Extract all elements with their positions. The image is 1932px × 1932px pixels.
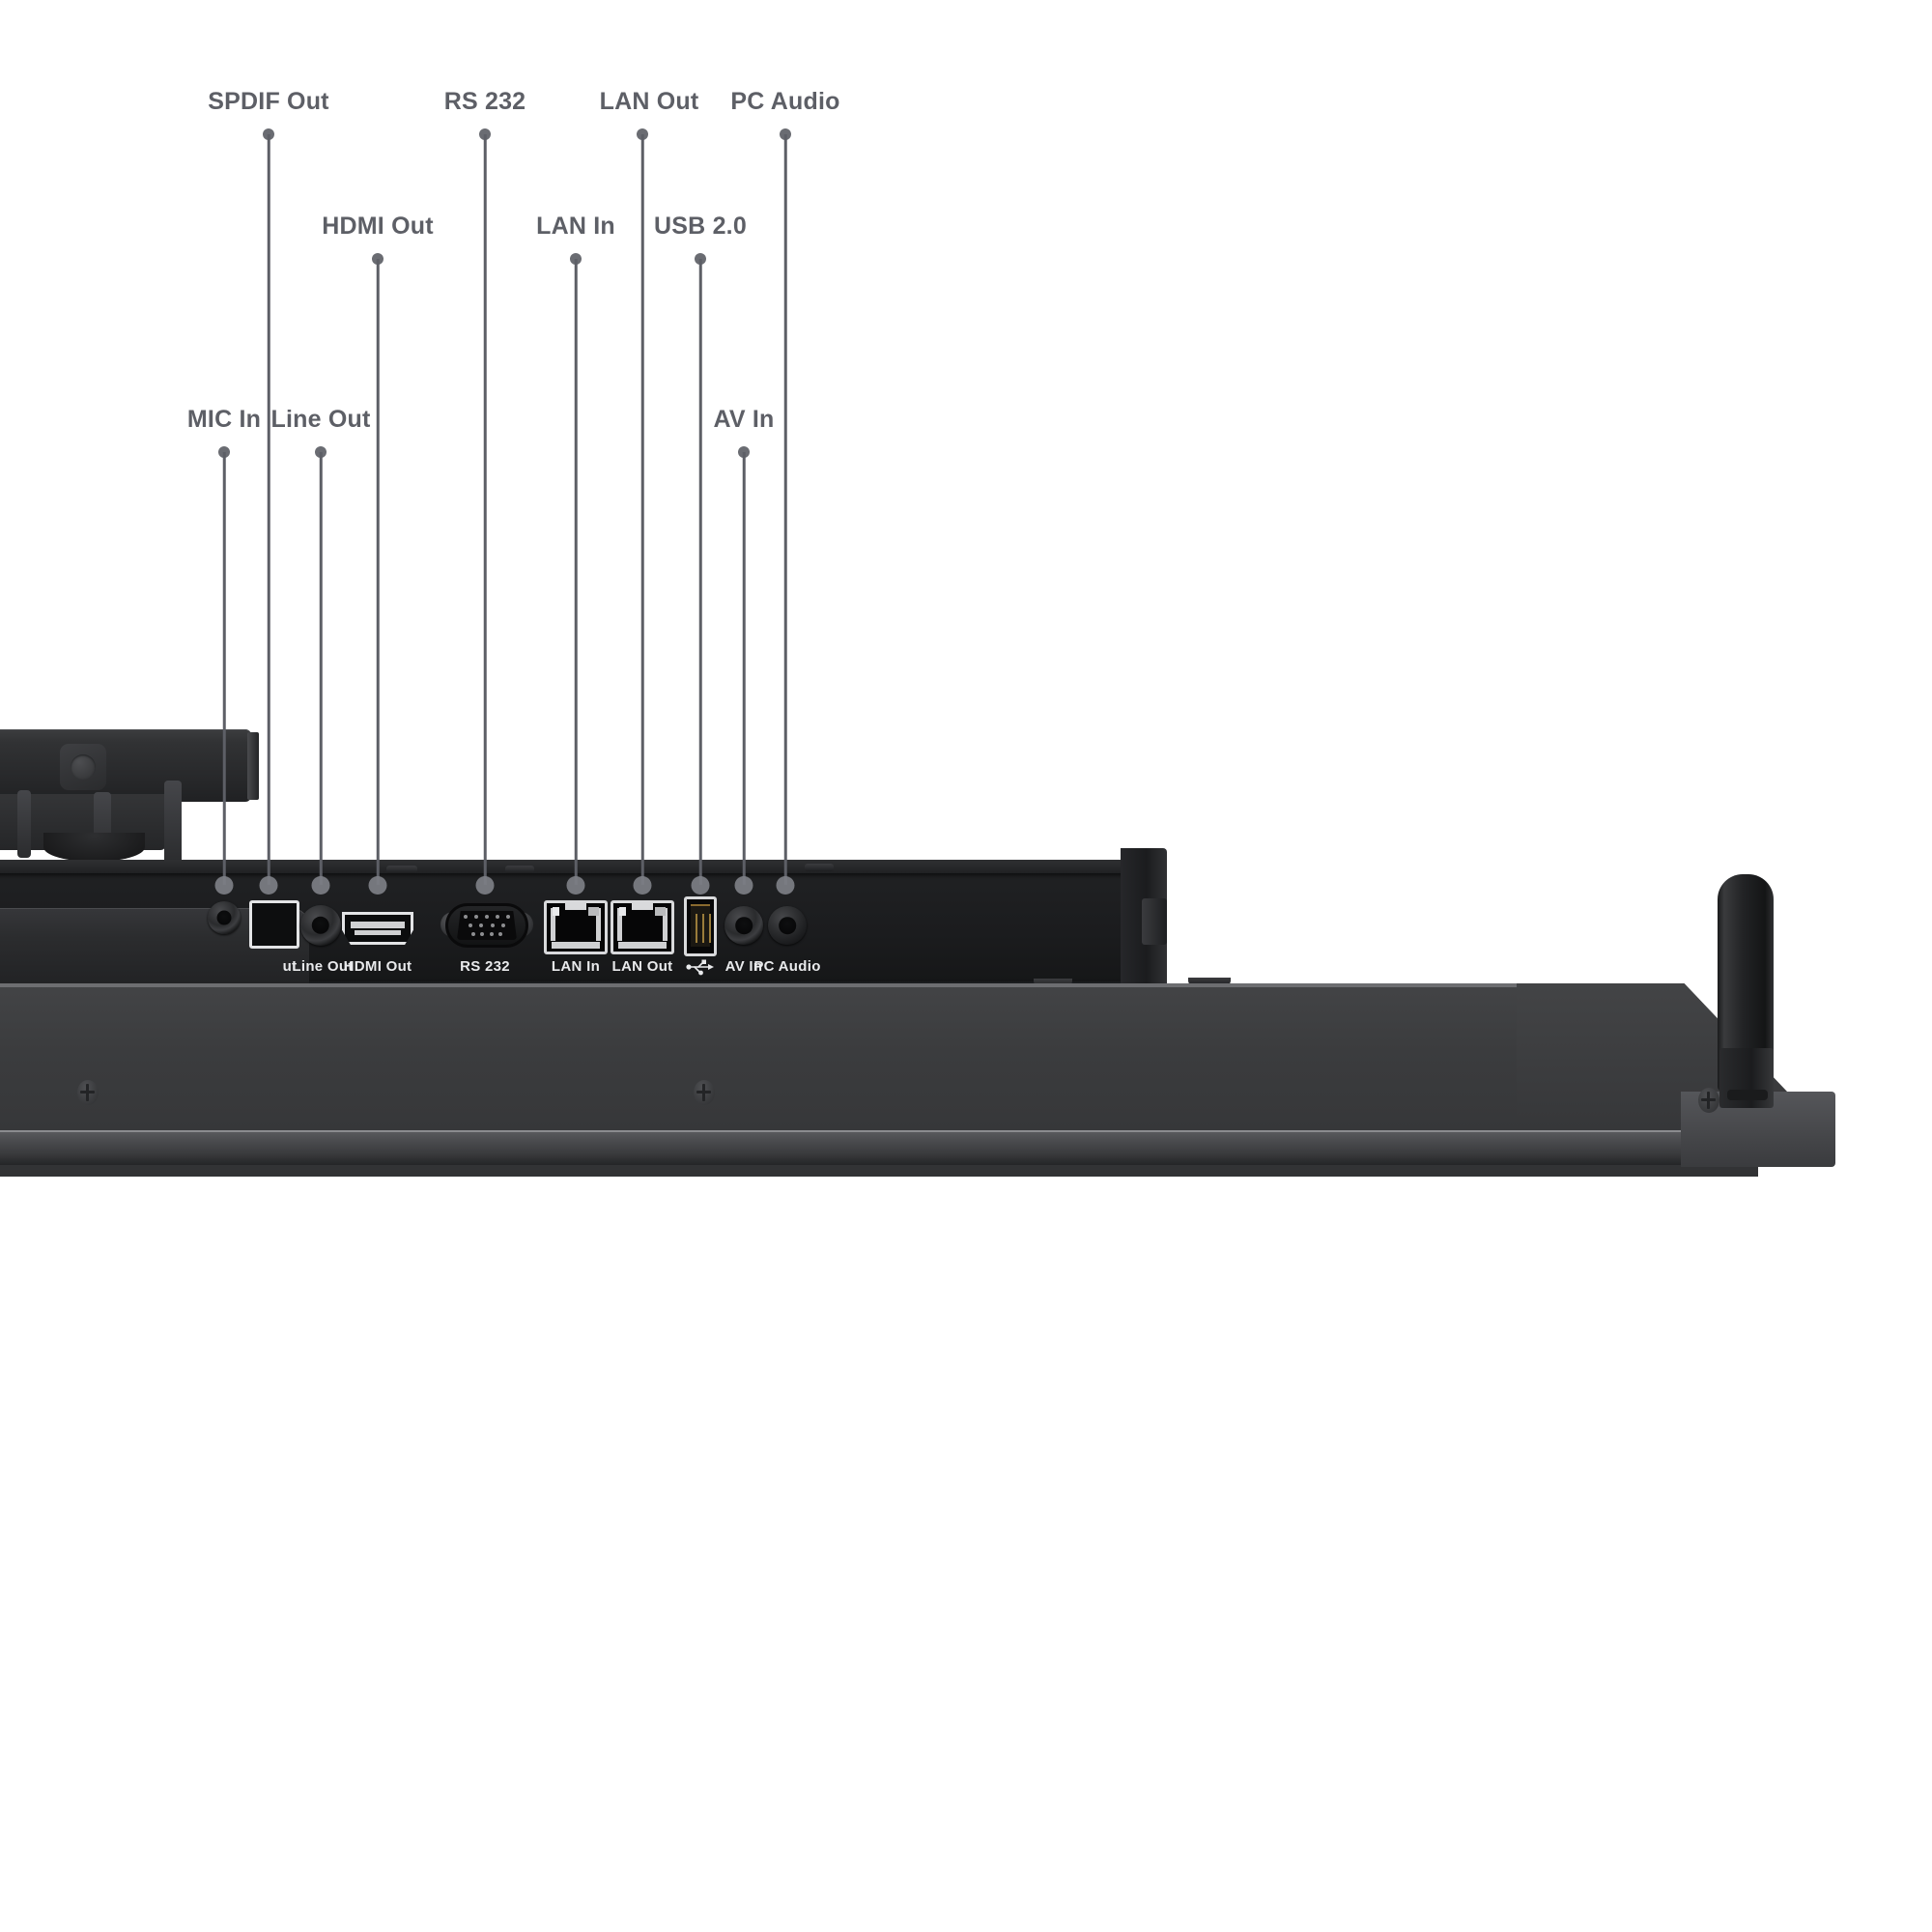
callout-endpoint-rs-232 xyxy=(475,876,495,895)
usb-tongue-icon xyxy=(691,904,711,947)
pc-audio-hole-icon xyxy=(779,917,796,934)
io-tab-2 xyxy=(505,866,534,873)
screw-left xyxy=(77,1080,99,1105)
callout-line-spdif-out xyxy=(267,134,270,885)
callout-endpoint-lan-in xyxy=(566,876,585,895)
rs232-pins-icon xyxy=(461,915,513,936)
callout-line-hdmi-out xyxy=(376,259,380,885)
callout-line-line-out xyxy=(319,452,323,885)
callout-endpoint-mic-in xyxy=(214,876,234,895)
callout-label-av-in: AV In xyxy=(713,406,775,433)
device-illustration: ut Line Out HDMI Out RS 232 LAN In LAN O… xyxy=(0,729,1835,1177)
screw-center xyxy=(694,1080,715,1105)
port-lan-in xyxy=(544,900,608,954)
callout-label-lan-in: LAN In xyxy=(536,213,615,240)
silk-label-line-out: Line Out xyxy=(292,958,354,975)
lan-out-right-rail xyxy=(663,908,668,941)
callout-line-rs-232 xyxy=(483,134,487,885)
mic-in-hole-icon xyxy=(216,910,232,925)
callout-label-usb-20: USB 2.0 xyxy=(654,213,747,240)
line-out-hole-icon xyxy=(311,916,330,935)
port-pc-audio xyxy=(768,906,807,945)
callout-endpoint-lan-out xyxy=(633,876,652,895)
silk-label-lan-out: LAN Out xyxy=(611,958,673,975)
port-spdif-out xyxy=(249,900,299,949)
lan-out-latch-notch-icon xyxy=(632,902,653,910)
callout-label-lan-out: LAN Out xyxy=(599,88,699,115)
lan-in-latch-notch-icon xyxy=(565,902,586,910)
bracket-foot xyxy=(43,833,145,862)
callout-label-hdmi-out: HDMI Out xyxy=(322,213,434,240)
lan-out-left-rail xyxy=(617,908,622,941)
hdmi-contact-row-bottom xyxy=(355,930,401,935)
wifi-antenna-cap xyxy=(1727,1090,1768,1100)
callout-line-lan-out xyxy=(640,134,644,885)
lan-in-led-right xyxy=(588,907,599,916)
callout-line-usb-20 xyxy=(698,259,702,885)
callout-line-mic-in xyxy=(222,452,226,885)
hdmi-contact-row-top xyxy=(351,922,405,928)
io-tab-4 xyxy=(1188,978,1231,986)
chassis-foot-highlight xyxy=(0,1130,1831,1133)
silk-label-lan-in: LAN In xyxy=(551,958,601,975)
bracket-bar xyxy=(0,729,259,802)
lan-out-bottom-rail xyxy=(618,942,667,949)
callout-endpoint-spdif-out xyxy=(259,876,278,895)
callout-endpoint-line-out xyxy=(311,876,330,895)
silk-label-av-in: AV In xyxy=(724,958,763,975)
callout-endpoint-av-in xyxy=(734,876,753,895)
bracket-arm-right xyxy=(164,781,182,864)
bracket-arm-left xyxy=(17,790,31,858)
bracket-mount-hole-icon xyxy=(60,744,106,790)
callout-line-av-in xyxy=(742,452,746,885)
callout-line-lan-in xyxy=(574,259,578,885)
silk-label-spdif-out: ut xyxy=(282,958,298,975)
io-bay-clip xyxy=(1142,898,1167,945)
callout-line-pc-audio xyxy=(783,134,787,885)
callout-endpoint-usb-20 xyxy=(691,876,710,895)
lan-in-bottom-rail xyxy=(552,942,600,949)
port-line-out xyxy=(300,905,341,946)
callout-label-line-out: Line Out xyxy=(270,406,371,433)
chassis-highlight xyxy=(0,983,1758,987)
lan-out-led-left xyxy=(619,907,626,916)
callout-label-rs-232: RS 232 xyxy=(443,88,526,115)
port-rs-232 xyxy=(445,903,528,948)
callout-label-spdif-out: SPDIF Out xyxy=(208,88,329,115)
lan-in-right-rail xyxy=(596,908,601,941)
callout-label-pc-audio: PC Audio xyxy=(730,88,840,115)
lan-in-left-rail xyxy=(551,908,555,941)
callout-endpoint-pc-audio xyxy=(776,876,795,895)
silk-label-rs-232: RS 232 xyxy=(460,958,510,975)
io-bay-top-edge xyxy=(0,860,1164,873)
callout-label-mic-in: MIC In xyxy=(186,406,262,433)
port-hdmi-out xyxy=(342,912,413,945)
port-lan-out xyxy=(611,900,674,954)
av-in-hole-icon xyxy=(735,917,753,934)
lan-out-led-right xyxy=(655,907,666,916)
silk-label-pc-audio: PC Audio xyxy=(753,958,821,975)
port-usb-20 xyxy=(684,896,717,956)
io-tab-1 xyxy=(386,866,417,873)
io-tab-3 xyxy=(805,864,834,871)
callout-endpoint-hdmi-out xyxy=(368,876,387,895)
usb-trident-icon xyxy=(686,959,714,976)
silk-label-hdmi-out: HDMI Out xyxy=(343,958,412,975)
port-av-in xyxy=(724,906,763,945)
lan-in-led-left xyxy=(553,907,559,916)
chassis-foot xyxy=(0,1132,1831,1165)
port-mic-in xyxy=(208,901,241,934)
screw-right xyxy=(1698,1088,1719,1113)
